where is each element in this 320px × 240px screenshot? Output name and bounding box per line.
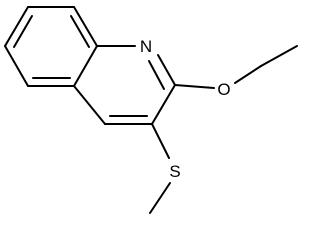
methylthio-group [149, 123, 171, 214]
pyridine-ring [73, 45, 176, 125]
bond-o-ch2 [234, 65, 262, 84]
benzene-ring [4, 6, 98, 87]
bond-c8-c8a-inner [13, 15, 33, 48]
bond-n1-c2-inner [148, 60, 165, 90]
bond-c2-o [174, 84, 215, 89]
bond-n1-c2 [157, 54, 176, 86]
ethoxy-group [174, 45, 298, 89]
bond-c6-c6-inner [70, 15, 90, 48]
bond-s-ch3 [149, 182, 171, 214]
bond-c7-c6 [73, 6, 98, 47]
nitrogen-atom-label: N [140, 37, 152, 56]
oxygen-atom-label: O [217, 80, 230, 99]
bond-c4a-c8a [73, 45, 98, 87]
sulfur-atom-label: S [169, 162, 180, 181]
bond-c6-c5 [4, 45, 29, 87]
bond-c2-c3 [151, 84, 176, 125]
bond-c3-s [151, 123, 170, 159]
bond-c8-c8a [4, 6, 29, 47]
bond-c4-c4a [73, 85, 106, 125]
bond-ch2-ch3 [260, 45, 298, 67]
chemical-structure-diagram: N O S [4, 6, 298, 214]
